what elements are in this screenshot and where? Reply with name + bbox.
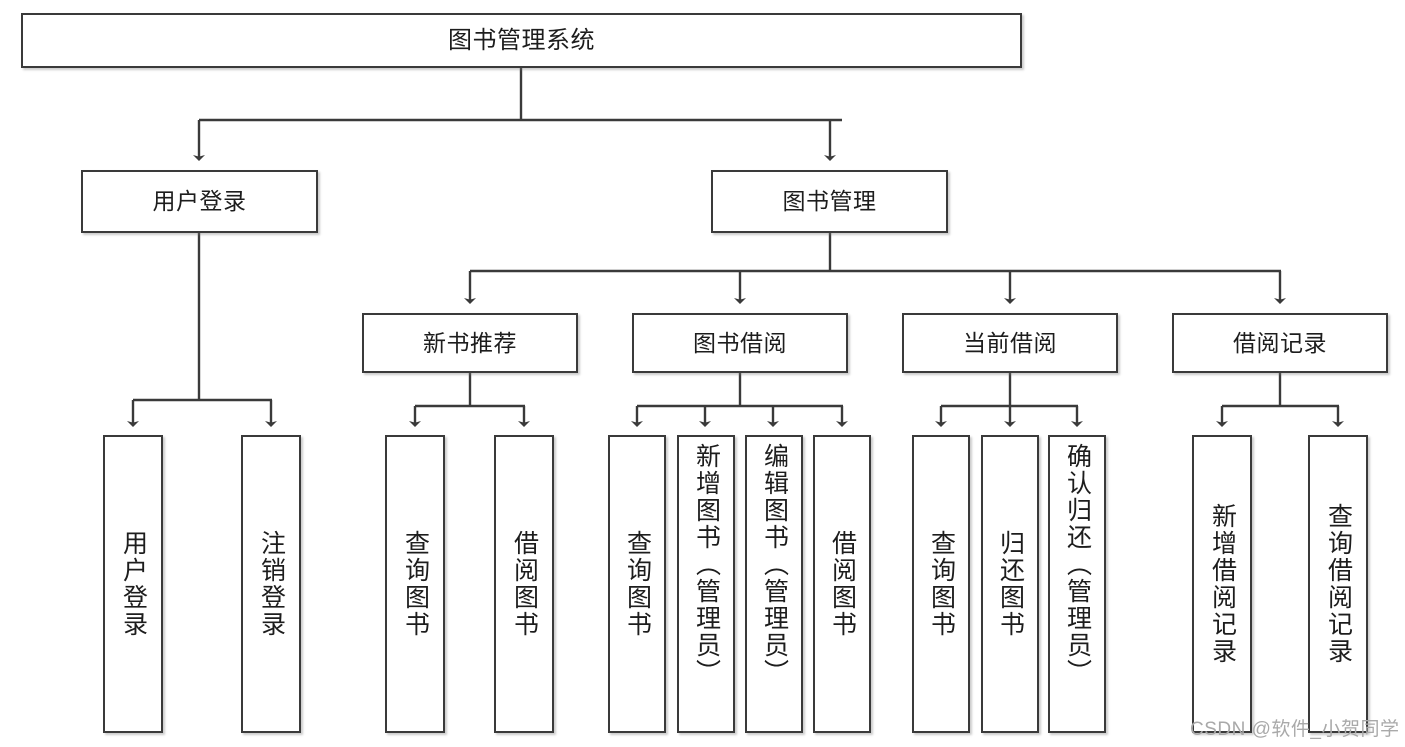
node-book-management[interactable]: 图书管理 xyxy=(711,170,948,233)
node-label: 用户登录 xyxy=(152,188,247,215)
node-label: 确认归还（管理员） xyxy=(1063,443,1092,686)
node-label: 新书推荐 xyxy=(423,329,517,356)
leaf-recommend-query-book[interactable]: 查询图书 xyxy=(385,435,445,733)
leaf-current-query-book[interactable]: 查询图书 xyxy=(912,435,970,733)
node-label: 注销登录 xyxy=(257,530,286,638)
node-label: 归还图书 xyxy=(996,530,1025,638)
node-label: 查询借阅记录 xyxy=(1324,503,1353,665)
csdn-watermark: CSDN @软件_小贺同学 xyxy=(1190,719,1400,740)
node-new-book-recommend[interactable]: 新书推荐 xyxy=(362,313,578,373)
node-root-system[interactable]: 图书管理系统 xyxy=(21,13,1022,68)
node-label: 图书管理 xyxy=(782,188,877,215)
leaf-borrow-edit-book-admin[interactable]: 编辑图书（管理员） xyxy=(745,435,803,733)
leaf-borrow-borrow-book[interactable]: 借阅图书 xyxy=(813,435,871,733)
node-user-login[interactable]: 用户登录 xyxy=(81,170,318,233)
node-label: 当前借阅 xyxy=(963,329,1057,356)
node-label: 新增图书（管理员） xyxy=(692,443,721,686)
node-label: 借阅记录 xyxy=(1233,329,1327,356)
leaf-borrow-add-book-admin[interactable]: 新增图书（管理员） xyxy=(677,435,735,733)
node-label: 借阅图书 xyxy=(510,530,539,638)
leaf-recommend-borrow-book[interactable]: 借阅图书 xyxy=(494,435,554,733)
node-current-borrow[interactable]: 当前借阅 xyxy=(902,313,1118,373)
leaf-borrow-query-book[interactable]: 查询图书 xyxy=(608,435,666,733)
node-label: 借阅图书 xyxy=(828,530,857,638)
node-label: 编辑图书（管理员） xyxy=(760,443,789,686)
node-label: 图书借阅 xyxy=(693,329,787,356)
leaf-user-login-login[interactable]: 用户登录 xyxy=(103,435,163,733)
node-borrow-record[interactable]: 借阅记录 xyxy=(1172,313,1388,373)
leaf-current-return-book[interactable]: 归还图书 xyxy=(981,435,1039,733)
leaf-user-login-logout[interactable]: 注销登录 xyxy=(241,435,301,733)
node-label: 图书管理系统 xyxy=(448,26,595,54)
node-label: 用户登录 xyxy=(119,530,148,638)
node-label: 查询图书 xyxy=(927,530,956,638)
leaf-record-query-record[interactable]: 查询借阅记录 xyxy=(1308,435,1368,733)
node-label: 查询图书 xyxy=(623,530,652,638)
leaf-record-add-record[interactable]: 新增借阅记录 xyxy=(1192,435,1252,733)
leaf-current-confirm-return-admin[interactable]: 确认归还（管理员） xyxy=(1048,435,1106,733)
node-book-borrow[interactable]: 图书借阅 xyxy=(632,313,848,373)
node-label: 新增借阅记录 xyxy=(1208,503,1237,665)
node-label: 查询图书 xyxy=(401,530,430,638)
